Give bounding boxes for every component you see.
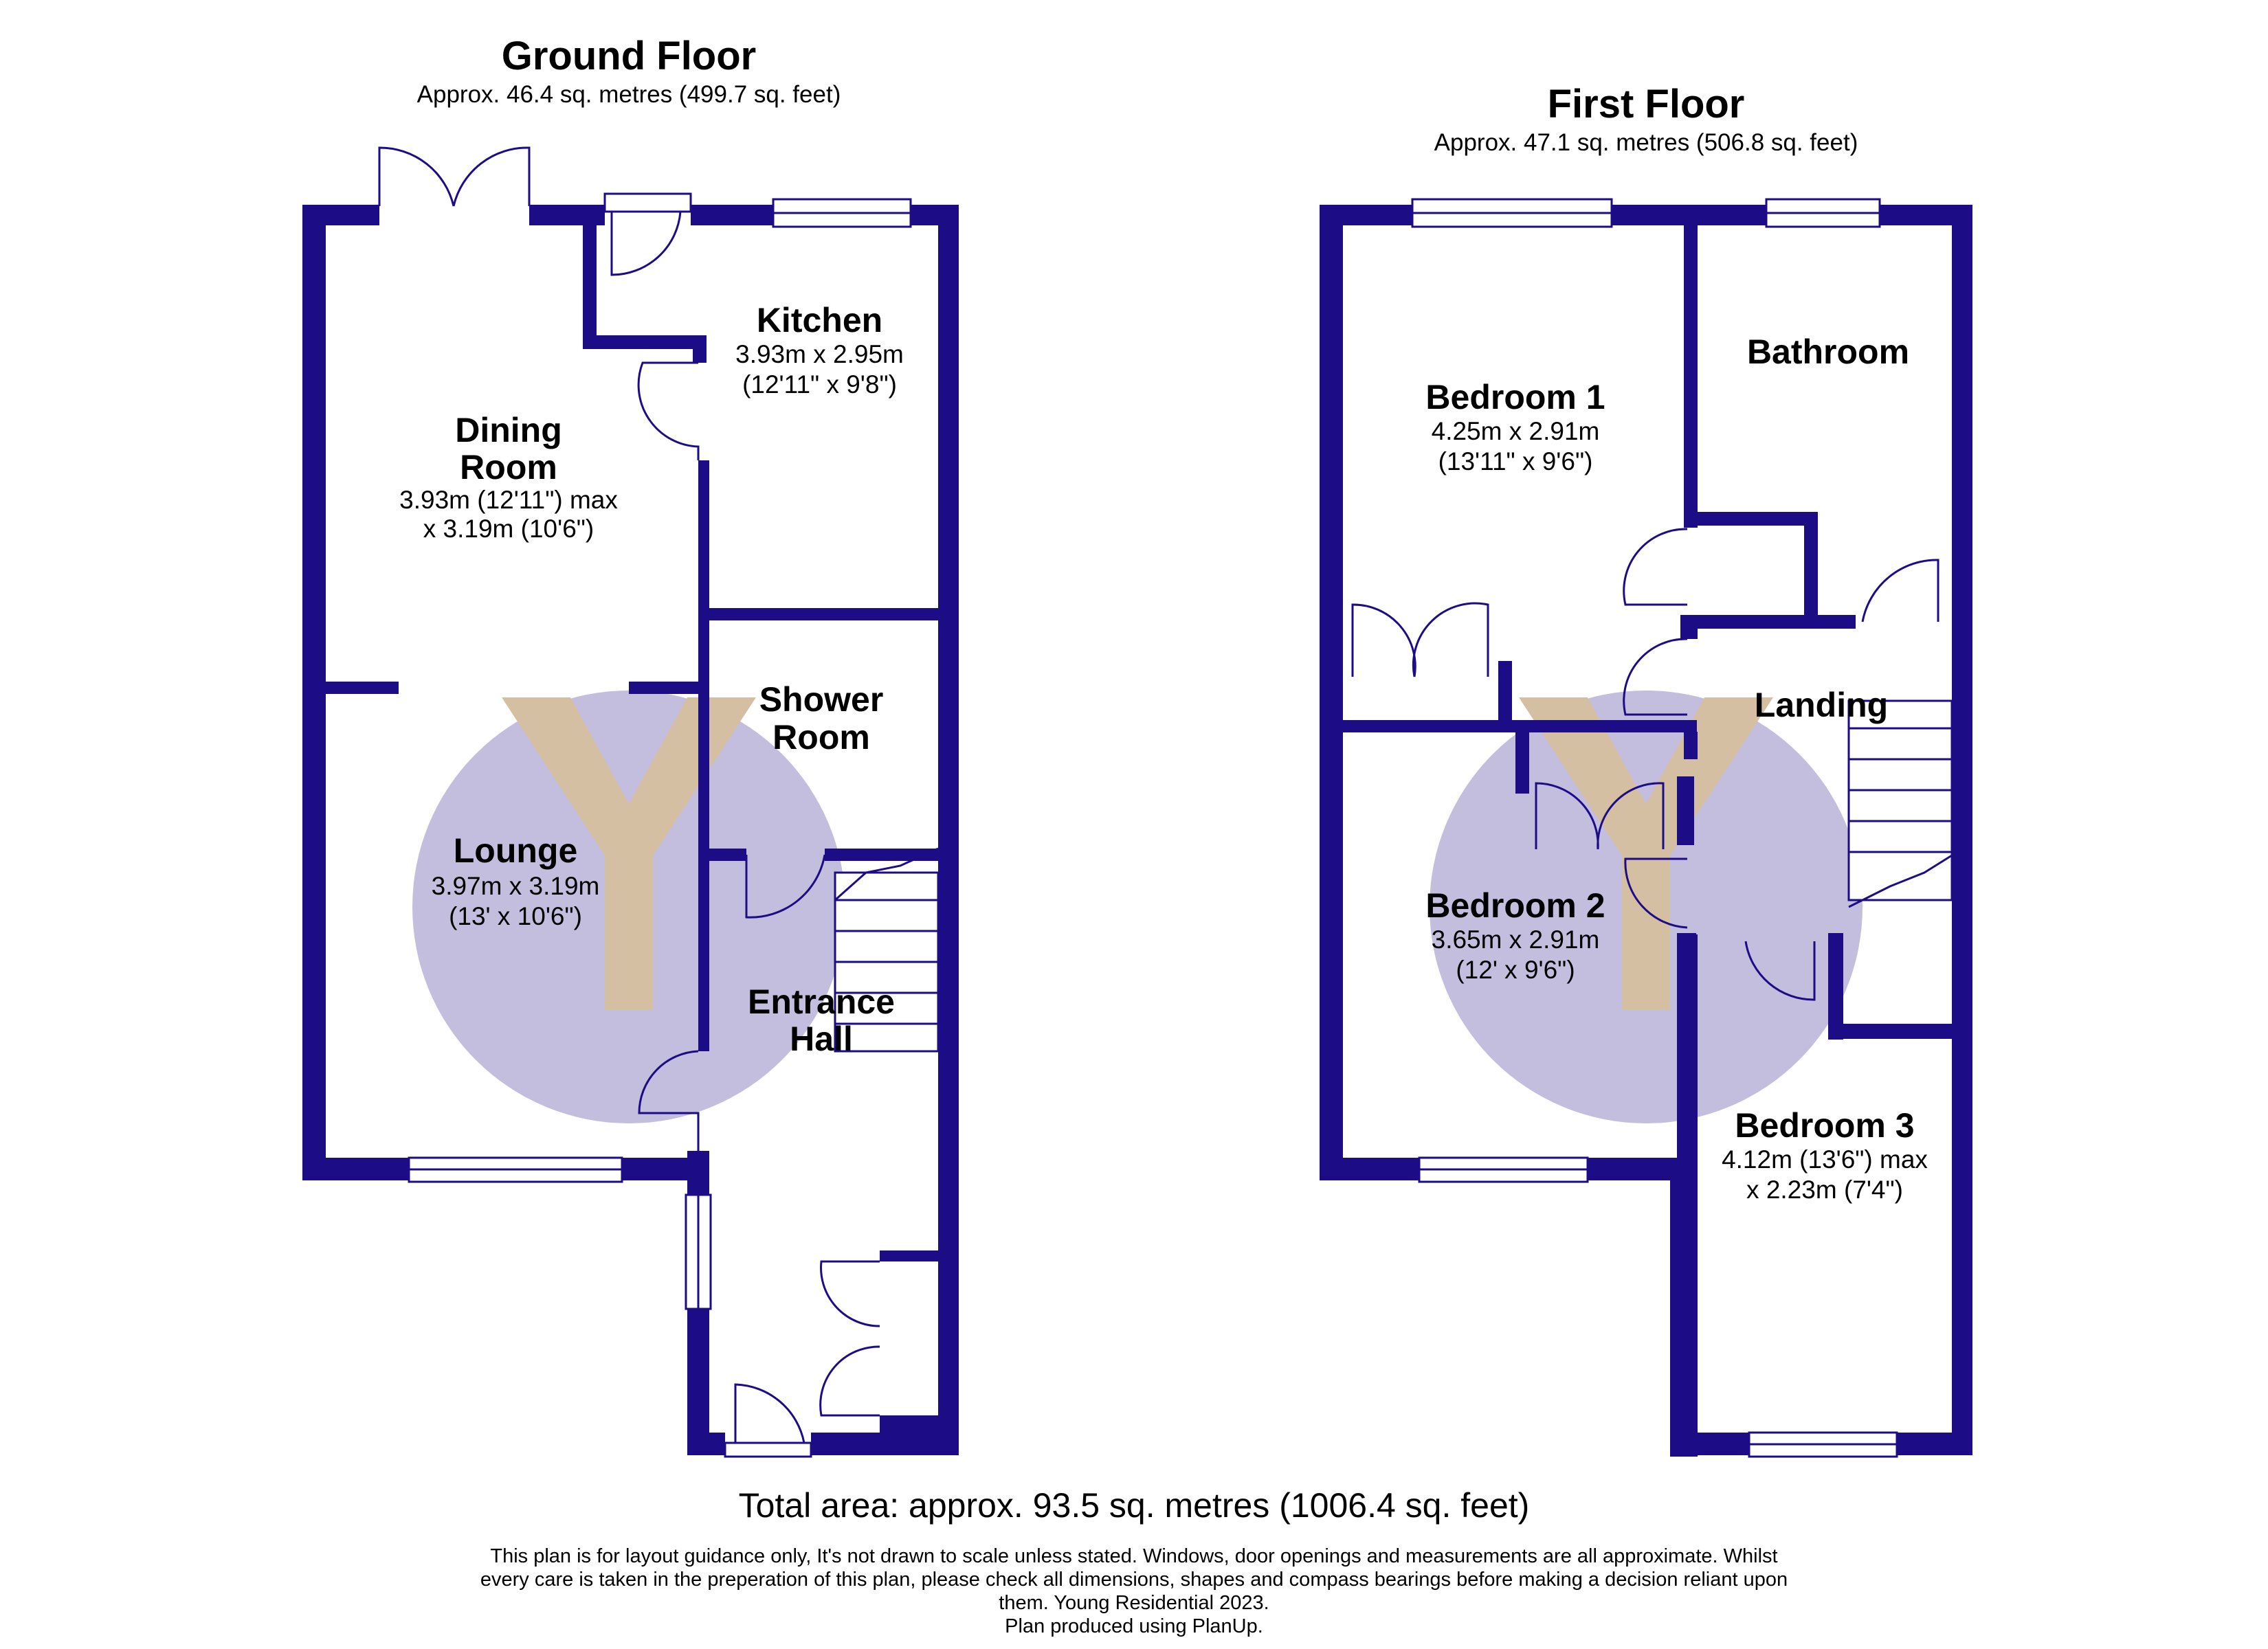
kitchen-dimensions: 3.93m x 2.95m [735, 340, 904, 368]
bedroom-2-dimensions-imperial: (12' x 9'6") [1456, 956, 1575, 984]
bedroom-2-dimensions: 3.65m x 2.91m [1431, 926, 1600, 954]
bedroom-1-dimensions: 4.25m x 2.91m [1431, 417, 1600, 445]
ground-floor-walls [302, 205, 959, 1455]
first-floor-title: First Floor [1547, 82, 1745, 126]
bedroom-1-label: Bedroom 1 [1425, 378, 1605, 416]
disclaimer-line-3: them. Young Residential 2023. [999, 1592, 1269, 1614]
shower-room-label-line2: Room [772, 718, 870, 756]
kitchen-label: Kitchen [756, 301, 883, 339]
first-floor-walls [1320, 205, 1972, 1457]
lounge-dimensions-imperial: (13' x 10'6") [449, 902, 582, 930]
watermark-logo-first [1430, 691, 1863, 1123]
ground-floor-area: Approx. 46.4 sq. metres (499.7 sq. feet) [416, 81, 841, 108]
shower-room-label-line1: Shower [759, 680, 884, 719]
lounge-label: Lounge [453, 831, 578, 870]
ground-floor-title: Ground Floor [501, 34, 757, 78]
disclaimer-line-4: Plan produced using PlanUp. [1005, 1615, 1263, 1637]
dining-room-label-line2: Room [460, 448, 557, 486]
first-floor-area: Approx. 47.1 sq. metres (506.8 sq. feet) [1434, 129, 1858, 156]
bedroom-3-dimensions: 4.12m (13'6") max [1722, 1145, 1928, 1174]
disclaimer-line-1: This plan is for layout guidance only, I… [490, 1545, 1778, 1567]
watermark-logo-ground [412, 691, 845, 1123]
disclaimer-line-2: every care is taken in the preperation o… [480, 1569, 1788, 1591]
dining-room-label-line1: Dining [455, 411, 562, 449]
dining-room-dimensions: 3.93m (12'11") max [399, 486, 618, 514]
entrance-hall-label-line1: Entrance [748, 983, 895, 1021]
landing-label: Landing [1754, 686, 1889, 724]
entrance-hall-label-line2: Hall [790, 1020, 853, 1058]
bedroom-1-dimensions-imperial: (13'11" x 9'6") [1438, 447, 1593, 475]
bedroom-2-label: Bedroom 2 [1425, 886, 1605, 925]
bathroom-label: Bathroom [1746, 333, 1910, 371]
lounge-dimensions: 3.97m x 3.19m [431, 872, 600, 900]
total-area: Total area: approx. 93.5 sq. metres (100… [738, 1486, 1530, 1525]
dining-room-dimensions-line2: x 3.19m (10'6") [423, 515, 594, 543]
bedroom-3-label: Bedroom 3 [1735, 1106, 1915, 1145]
kitchen-dimensions-imperial: (12'11" x 9'8") [742, 370, 897, 399]
bedroom-3-dimensions-line2: x 2.23m (7'4") [1746, 1176, 1903, 1204]
first-floor-openings [1351, 198, 1953, 1458]
ground-floor-openings [378, 146, 940, 1458]
